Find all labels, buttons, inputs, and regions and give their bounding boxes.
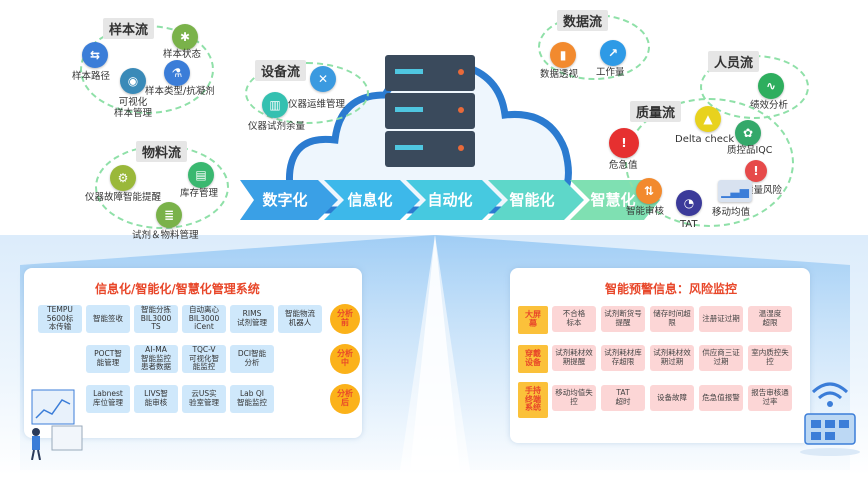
reagent-material-label: 试剂＆物料管理 — [132, 230, 199, 241]
system-cloud-us: 云US实 验室管理 — [182, 385, 226, 413]
instrument-maintenance-icon: ✕ — [310, 66, 336, 92]
smart-review-icon: ⇅ — [636, 178, 662, 204]
device-wearable: 穿戴 设备 — [518, 345, 548, 373]
system-smart-sorting: 智能分拣 BIL3000 TS — [134, 305, 178, 333]
wifi-device-illustration — [800, 382, 860, 456]
delta-check-icon: ▲ — [695, 106, 721, 132]
system-logistics-robot: 智能物流 机器人 — [278, 305, 322, 333]
alert-report-pass-rate: 报告审核通 过率 — [748, 385, 792, 411]
sample-type-label: 样本类型/抗凝剂 — [145, 86, 215, 97]
system-tqc-v: TQC-V 可视化智 能监控 — [182, 345, 226, 373]
stage-post-analysis: 分析 后 — [330, 384, 360, 414]
iqc-icon: ✿ — [735, 120, 761, 146]
system-labnest: Labnest 库位管理 — [86, 385, 130, 413]
flow-step-1: 数字化 — [262, 190, 308, 209]
sample-path-icon: ⇆ — [82, 42, 108, 68]
material-title: 物料流 — [136, 141, 188, 162]
tat-label: TAT — [680, 219, 698, 230]
system-rims: RIMS 试剂管理 — [230, 305, 274, 333]
tat-icon: ◔ — [676, 190, 702, 216]
alert-stock-exceeded: 试剂耗材库 存超限 — [601, 345, 645, 371]
sample-path-label: 样本路径 — [72, 71, 111, 82]
fault-alert-icon: ⚙ — [110, 165, 136, 191]
alert-unqualified-sample: 不合格 标本 — [552, 306, 596, 332]
system-tempu: TEMPU 5600标 本传输 — [38, 305, 82, 333]
instrument-maintenance-label: 仪器运维管理 — [288, 99, 346, 110]
personnel-title: 人员流 — [708, 51, 760, 72]
alert-expiry-reminder: 试剂耗材效 期提醒 — [552, 345, 596, 371]
sample-status-icon: ✱ — [172, 24, 198, 50]
quality-risk-icon: ! — [745, 160, 767, 182]
server-icon — [385, 55, 475, 167]
inventory-label: 库存管理 — [180, 188, 219, 199]
critical-value-label: 危急值 — [609, 160, 638, 171]
system-smart-signin: 智能签收 — [86, 305, 130, 333]
system-lab-qi: Lab QI 智能监控 — [230, 385, 274, 413]
reagent-remaining-icon: ▥ — [262, 92, 288, 118]
device-handheld: 手持 终端 系统 — [518, 382, 548, 418]
analyst-illustration — [31, 389, 83, 460]
equipment-ring — [245, 62, 369, 124]
data-pivot-icon: ▮ — [550, 42, 576, 68]
alert-supplier-certs: 供应商三证 过期 — [699, 345, 743, 371]
alert-critical-value: 危急值报警 — [699, 385, 743, 411]
flow-step-5: 智慧化 — [590, 190, 636, 209]
flow-step-2: 信息化 — [347, 190, 393, 209]
performance-label: 绩效分析 — [750, 100, 789, 111]
stage-analysis: 分析 中 — [330, 344, 360, 374]
flow-step-3: 自动化 — [427, 190, 473, 209]
alert-moving-average: 移动均值失 控 — [552, 385, 596, 411]
system-dci: DCI智能 分析 — [230, 345, 274, 373]
system-poct: POCT智 能管理 — [86, 345, 130, 373]
sample-type-icon: ⚗ — [164, 60, 190, 86]
alert-storage-time: 储存时间超 限 — [650, 306, 694, 332]
alert-expired-material: 试剂耗材效 期过期 — [650, 345, 694, 371]
alert-equipment-fault: 设备故障 — [650, 385, 694, 411]
alert-registration-expired: 注册证过期 — [699, 306, 743, 332]
smart-review-label: 智能审核 — [626, 206, 665, 217]
delta-check-label: Delta check — [675, 134, 735, 145]
visual-sample-label: 可视化 样本管理 — [114, 97, 153, 119]
system-ai-ma: AI-MA 智能监控 患者数据 — [134, 345, 178, 373]
left-panel-title: 信息化/智能化/智慧化管理系统 — [95, 282, 260, 296]
data-pivot-label: 数据透视 — [540, 69, 579, 80]
device-big-screen: 大屏 幕 — [518, 306, 548, 334]
cloud-server-graphic — [285, 55, 572, 214]
data-title: 数据流 — [557, 10, 609, 31]
critical-value-icon: ! — [609, 128, 639, 158]
alert-tat-timeout: TAT 超时 — [601, 385, 645, 411]
reagent-remaining-label: 仪器试剂余量 — [248, 121, 306, 132]
sample-status-label: 样本状态 — [163, 49, 202, 60]
inventory-icon: ▤ — [188, 162, 214, 188]
performance-icon: ∿ — [758, 73, 784, 99]
reagent-material-icon: ≣ — [156, 202, 182, 228]
alert-temp-humidity: 温湿度 超限 — [748, 306, 792, 332]
stage-pre-analysis: 分析 前 — [330, 304, 360, 334]
visual-sample-icon: ◉ — [120, 68, 146, 94]
workload-label: 工作量 — [596, 67, 625, 78]
quality-title: 质量流 — [630, 101, 682, 122]
fault-alert-label: 仪器故障智能提醒 — [85, 192, 162, 203]
moving-average-label: 移动均值 — [712, 207, 751, 218]
equipment-title: 设备流 — [255, 60, 307, 81]
flow-arrows — [240, 180, 660, 220]
system-auto-centrifuge: 自动离心 BIL3000 iCent — [182, 305, 226, 333]
right-panel-title: 智能预警信息：风险监控 — [605, 282, 738, 296]
flow-step-4: 智能化 — [509, 190, 555, 209]
quality-ring — [625, 98, 794, 227]
quality-risk-label: 质量风险 — [744, 185, 783, 196]
moving-average-icon: ▁▃▅ — [718, 180, 752, 202]
iqc-label: 质控品IQC — [727, 145, 773, 156]
workload-icon: ↗ — [600, 40, 626, 66]
sample-title: 样本流 — [103, 18, 155, 39]
system-livs: LIVS智 能审核 — [134, 385, 178, 413]
alert-iqc-out-of-control: 室内质控失 控 — [748, 345, 792, 371]
alert-reagent-out: 试剂断货号 提醒 — [601, 306, 645, 332]
